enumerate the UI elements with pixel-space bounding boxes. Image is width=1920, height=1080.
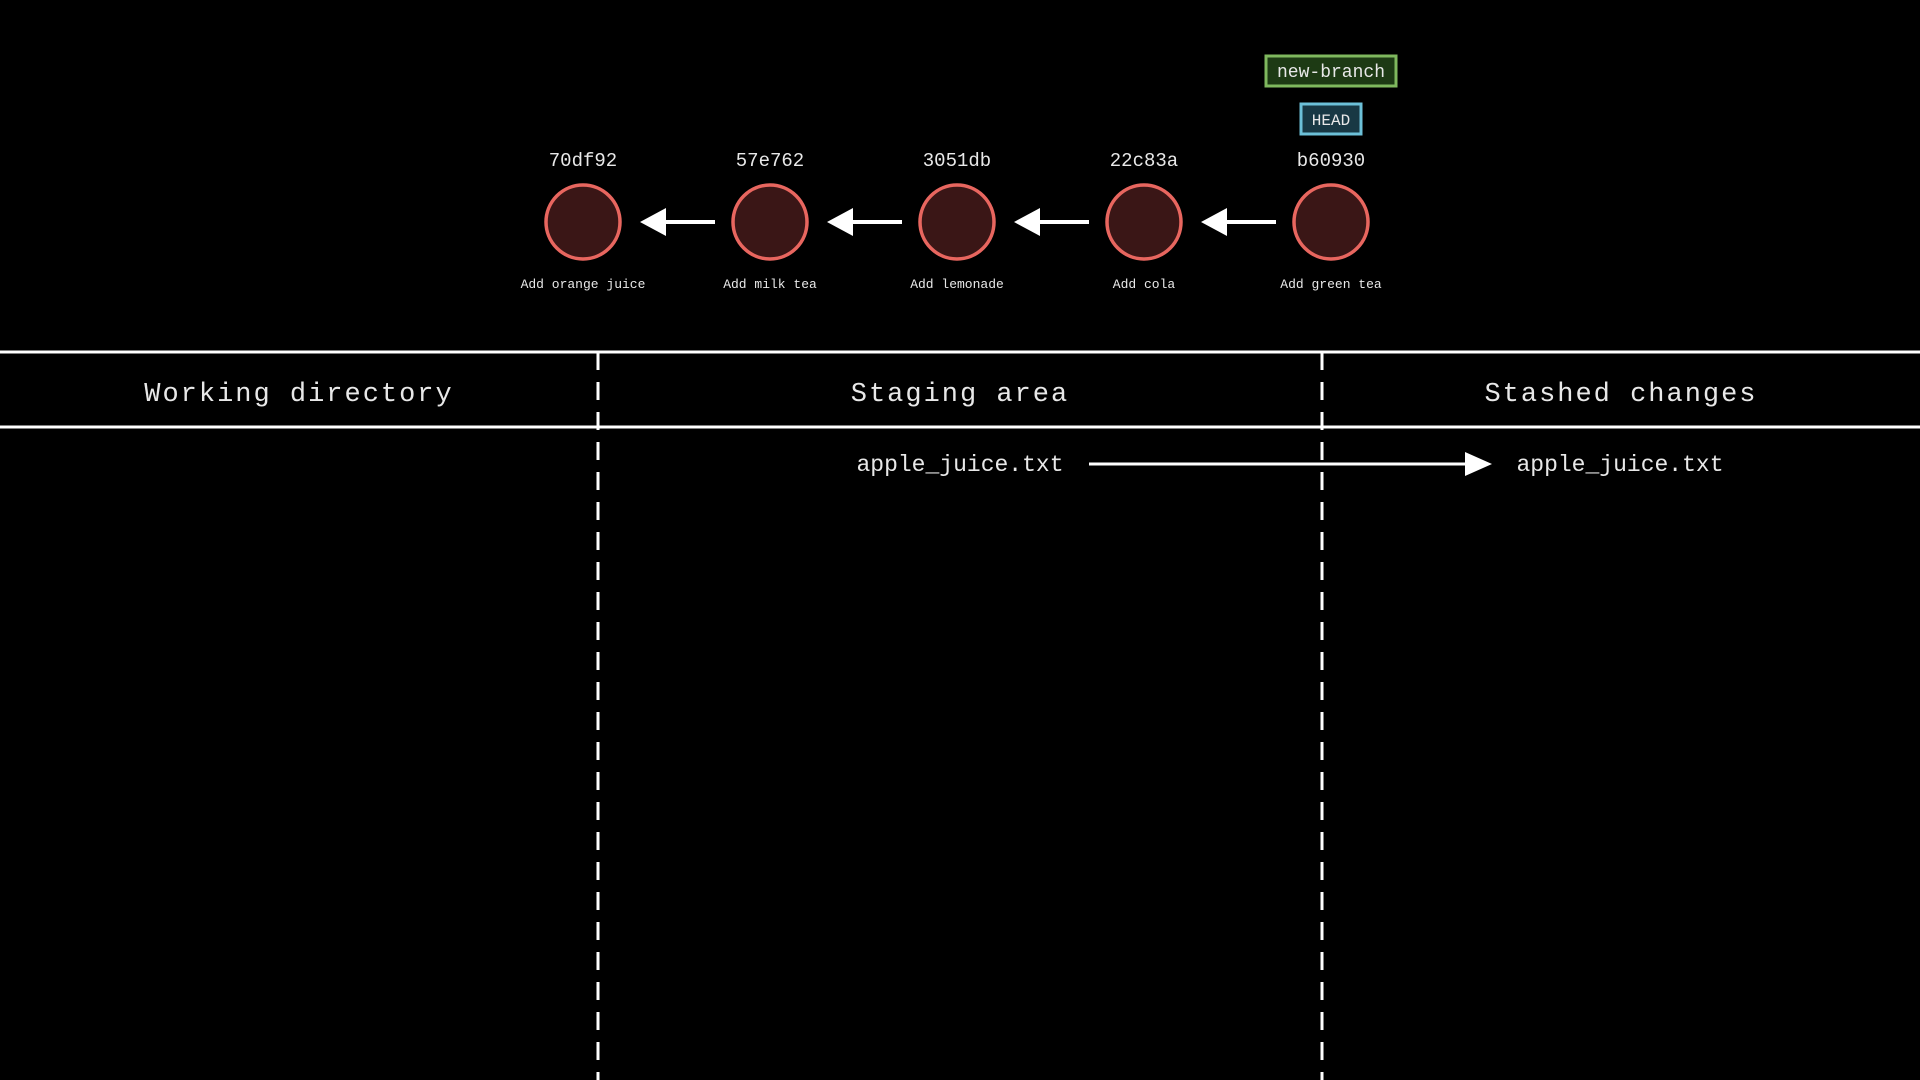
commit-node[interactable] <box>1292 183 1370 261</box>
commit[interactable]: 57e762 Add milk tea <box>723 150 817 292</box>
stash-arrow <box>1089 452 1492 476</box>
commit-node[interactable] <box>544 183 622 261</box>
head-ref[interactable]: HEAD <box>1299 102 1363 136</box>
commit-message: Add orange juice <box>521 277 646 292</box>
commit-hash: 22c83a <box>1110 150 1178 172</box>
stashed-file[interactable]: apple_juice.txt <box>1516 452 1723 478</box>
commit-message: Add milk tea <box>723 277 817 292</box>
staged-file[interactable]: apple_juice.txt <box>856 452 1063 478</box>
commit-message: Add cola <box>1113 277 1176 292</box>
branch-ref[interactable]: new-branch <box>1264 54 1398 88</box>
commit-message: Add green tea <box>1280 277 1382 292</box>
commit[interactable]: 22c83a Add cola <box>1105 150 1183 292</box>
commit-hash: 57e762 <box>736 150 804 172</box>
commit[interactable]: b60930 Add green tea <box>1280 150 1382 292</box>
commit-hash: 70df92 <box>549 150 617 172</box>
stashed-changes-header: Stashed changes <box>1484 380 1757 410</box>
commit-node[interactable] <box>1105 183 1183 261</box>
parent-arrow <box>1014 208 1089 236</box>
commit-graph: 70df92 Add orange juice 57e762 Add milk … <box>521 54 1398 292</box>
commit-message: Add lemonade <box>910 277 1004 292</box>
areas-table: Working directory Staging area Stashed c… <box>0 350 1920 1080</box>
staging-area-header: Staging area <box>851 380 1069 410</box>
parent-arrow <box>827 208 902 236</box>
branch-ref-label: new-branch <box>1277 63 1385 83</box>
parent-arrow <box>1201 208 1276 236</box>
working-directory-header: Working directory <box>144 380 453 410</box>
commit-node[interactable] <box>918 183 996 261</box>
commit[interactable]: 70df92 Add orange juice <box>521 150 646 292</box>
commit-node[interactable] <box>731 183 809 261</box>
branch-ref-box[interactable] <box>1264 54 1398 88</box>
commit[interactable]: 3051db Add lemonade <box>910 150 1004 292</box>
head-ref-label: HEAD <box>1312 112 1350 130</box>
parent-arrows <box>640 208 1276 236</box>
commit-hash: 3051db <box>923 150 991 172</box>
parent-arrow <box>640 208 715 236</box>
commit-hash: b60930 <box>1297 150 1365 172</box>
head-ref-box[interactable] <box>1299 102 1363 136</box>
